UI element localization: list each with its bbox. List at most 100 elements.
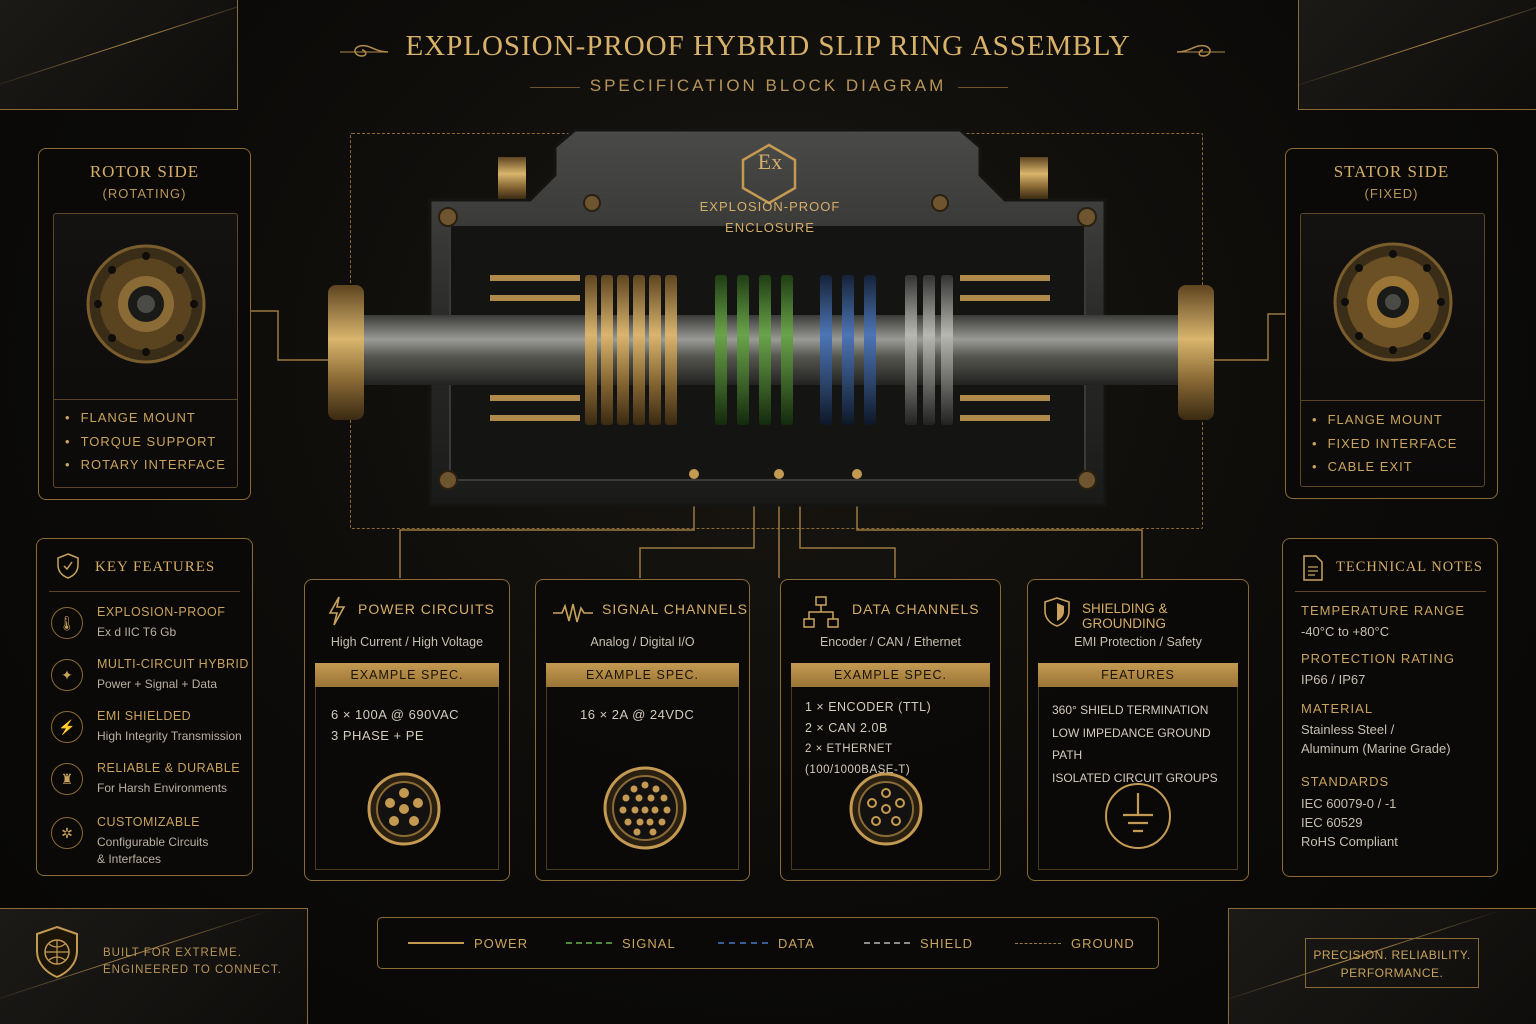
feature-item: ⚡ EMI SHIELDED High Integrity Transmissi… <box>49 709 259 757</box>
thermometer-icon: 🌡 <box>51 607 83 639</box>
tagline-line: PRECISION. RELIABILITY. <box>1313 948 1471 962</box>
card-subtitle: EMI Protection / Safety <box>1074 635 1202 649</box>
card-body: 360° SHIELD TERMINATION LOW IMPEDANCE GR… <box>1038 687 1238 870</box>
feature-desc: Ex d IIC T6 Gb <box>97 625 177 639</box>
card-spec-list: 16 × 2A @ 24VDC <box>580 704 694 725</box>
legend-swatch <box>718 942 768 944</box>
ex-symbol: Ex <box>757 149 783 174</box>
stator-feature-list: FLANGE MOUNT FIXED INTERFACE CABLE EXIT <box>1312 408 1457 479</box>
emi-icon: ⚡ <box>51 711 83 743</box>
card-subtitle: High Current / High Voltage <box>330 635 484 649</box>
technical-notes-title: TECHNICAL NOTES <box>1336 559 1483 575</box>
rotor-feature-list: FLANGE MOUNT TORQUE SUPPORT ROTARY INTER… <box>65 406 226 477</box>
card-body: 1 × ENCODER (TTL) 2 × CAN 2.0B 2 × ETHER… <box>791 687 990 870</box>
legend-item-ground: GROUND <box>1015 918 1135 968</box>
card-body: 16 × 2A @ 24VDC <box>546 687 739 870</box>
feature-item: ♜ RELIABLE & DURABLE For Harsh Environme… <box>49 761 259 809</box>
card-spec-bar: EXAMPLE SPEC. <box>546 663 739 687</box>
data-connector-icon <box>849 772 923 846</box>
spec-line: ISOLATED CIRCUIT GROUPS <box>1052 770 1218 785</box>
legend-label: POWER <box>474 935 529 951</box>
note-label: PROTECTION RATING <box>1301 651 1455 666</box>
note-label: TEMPERATURE RANGE <box>1301 603 1466 618</box>
rotor-divider <box>53 399 238 400</box>
subtitle-rule-left <box>530 87 580 88</box>
corner-decoration-bottom-right <box>1228 908 1536 1024</box>
spec-line: LOW IMPEDANCE GROUND PATH <box>1052 725 1211 763</box>
lightning-icon <box>328 596 346 626</box>
stator-title: STATOR SIDE <box>1333 162 1450 181</box>
card-subtitle: Analog / Digital I/O <box>590 635 695 649</box>
page-title: EXPLOSION-PROOF HYBRID SLIP RING ASSEMBL… <box>405 30 1131 62</box>
stator-side-panel: STATOR SIDE (FIXED) FLANGE MOUNT FIXED I… <box>1285 148 1498 499</box>
rotor-side-panel: ROTOR SIDE (ROTATING) FLANGE MOUNT TORQU… <box>38 148 251 500</box>
legend-item-data: DATA <box>718 918 815 968</box>
network-icon <box>803 596 839 628</box>
card-subtitle: Encoder / CAN / Ethernet <box>819 635 962 649</box>
feature-item: ✦ MULTI-CIRCUIT HYBRID Power + Signal + … <box>49 657 259 705</box>
card-title: DATA CHANNELS <box>852 601 980 617</box>
data-channels-card: DATA CHANNELS Encoder / CAN / Ethernet E… <box>780 579 1001 881</box>
feature-item: 🌡 EXPLOSION-PROOF Ex d IIC T6 Gb <box>49 605 259 653</box>
legend-bar: POWER SIGNAL DATA SHIELD GROUND <box>377 917 1159 969</box>
legend-item-power: POWER <box>408 918 528 968</box>
spec-line: 6 × 100A @ 690VAC <box>331 707 460 722</box>
title-ornament-left <box>340 44 389 57</box>
key-features-divider <box>49 591 240 592</box>
ground-symbol-icon <box>1105 783 1171 849</box>
shield-check-icon <box>57 553 79 579</box>
legend-swatch <box>408 942 464 944</box>
card-spec-list: 360° SHIELD TERMINATION LOW IMPEDANCE GR… <box>1052 699 1237 789</box>
corner-decoration-top-left <box>0 0 238 110</box>
key-features-title: KEY FEATURES <box>95 559 216 575</box>
stator-feature: CABLE EXIT <box>1312 455 1457 479</box>
stator-feature: FLANGE MOUNT <box>1312 408 1457 432</box>
note-value: IP66 / IP67 <box>1301 672 1366 687</box>
enclosure-label-line2: ENCLOSURE <box>725 220 815 235</box>
rotor-feature: TORQUE SUPPORT <box>65 430 226 454</box>
tagline-line: BUILT FOR EXTREME. <box>103 947 242 959</box>
legend-swatch <box>566 942 612 944</box>
feature-title: EXPLOSION-PROOF <box>97 605 226 619</box>
stator-flange-icon <box>1333 242 1453 362</box>
note-label: STANDARDS <box>1301 774 1390 789</box>
feature-desc: High Integrity Transmission <box>97 729 242 743</box>
legend-label: SIGNAL <box>622 935 676 951</box>
feature-item: ✲ CUSTOMIZABLE Configurable Circuits & I… <box>49 815 259 871</box>
key-features-panel: KEY FEATURES 🌡 EXPLOSION-PROOF Ex d IIC … <box>36 538 253 876</box>
subtitle-rule-right <box>958 87 1008 88</box>
feature-desc: Power + Signal + Data <box>97 677 218 691</box>
enclosure-label-line1: EXPLOSION-PROOF <box>699 199 841 214</box>
feature-title: MULTI-CIRCUIT HYBRID <box>97 657 249 671</box>
feature-title: CUSTOMIZABLE <box>97 815 201 829</box>
legend-item-signal: SIGNAL <box>566 918 676 968</box>
spec-line: 3 PHASE + PE <box>331 728 425 743</box>
castle-icon: ♜ <box>51 763 83 795</box>
power-connector-icon <box>367 772 441 846</box>
waveform-icon <box>553 603 593 623</box>
note-label: MATERIAL <box>1301 701 1374 716</box>
signal-channels-card: SIGNAL CHANNELS Analog / Digital I/O EXA… <box>535 579 750 881</box>
technical-notes-divider <box>1295 591 1486 592</box>
feature-title: EMI SHIELDED <box>97 709 192 723</box>
legend-swatch <box>864 942 910 944</box>
stator-feature: FIXED INTERFACE <box>1312 432 1457 456</box>
rotor-flange-icon <box>86 244 206 364</box>
rotor-feature: FLANGE MOUNT <box>65 406 226 430</box>
tagline-line: PERFORMANCE. <box>1340 966 1444 980</box>
shielding-grounding-card: SHIELDING & GROUNDING EMI Protection / S… <box>1027 579 1249 881</box>
feature-title: RELIABLE & DURABLE <box>97 761 241 775</box>
corner-decoration-top-right <box>1298 0 1536 110</box>
document-icon <box>1303 555 1323 581</box>
card-title: SHIELDING & GROUNDING <box>1082 601 1168 631</box>
note-value: IEC 60079-0 / -1 IEC 60529 RoHS Complian… <box>1301 796 1398 849</box>
card-spec-bar: EXAMPLE SPEC. <box>791 663 990 687</box>
card-spec-bar: EXAMPLE SPEC. <box>315 663 499 687</box>
feature-desc: For Harsh Environments <box>97 781 228 795</box>
note-value: -40°C to +80°C <box>1301 624 1390 639</box>
legend-label: GROUND <box>1071 935 1135 951</box>
circuit-icon: ✦ <box>51 659 83 691</box>
feature-desc: Configurable Circuits & Interfaces <box>97 835 209 866</box>
tagline-line: ENGINEERED TO CONNECT. <box>103 964 282 976</box>
legend-label: SHIELD <box>920 935 973 951</box>
